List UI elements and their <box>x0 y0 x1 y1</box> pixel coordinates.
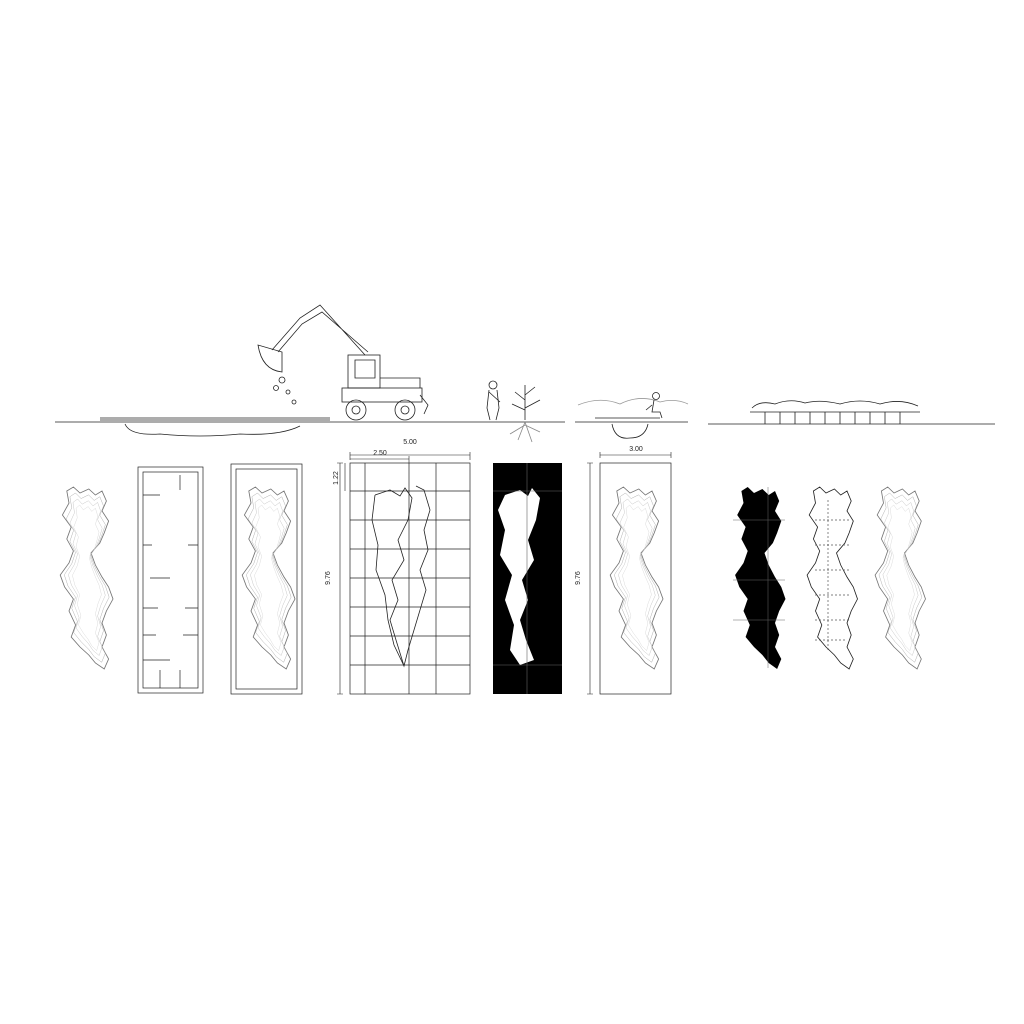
plant-with-roots-icon <box>509 385 541 443</box>
dimension-grid-width: 5.00 <box>403 439 417 446</box>
excavated-pit <box>124 423 301 437</box>
plan-topography-contours <box>60 487 113 669</box>
plan-black-landscape <box>733 487 786 669</box>
plan-dimension-grid <box>337 452 471 695</box>
plan-frame-with-landscape <box>230 463 303 695</box>
dimension-lines <box>349 452 471 463</box>
dimension-module-height: 1.22 <box>333 471 340 485</box>
excavator-icon <box>257 304 429 421</box>
deck-boards <box>100 417 330 421</box>
dimension-half-width: 2.50 <box>373 450 387 457</box>
plan-final-landscape <box>875 487 925 669</box>
plan-landscape-panel <box>587 452 672 695</box>
canopy-roof <box>750 400 920 413</box>
dimension-grid-height: 9.76 <box>325 571 332 585</box>
seated-figure-icon <box>645 392 663 419</box>
canopy-posts <box>764 412 901 424</box>
plan-frame-structure <box>137 466 204 694</box>
plan-black-mask <box>493 463 562 694</box>
dimension-panel-height: 9.76 <box>575 571 582 585</box>
plan-structure-grid <box>806 486 859 670</box>
site-section-excavation <box>55 304 565 443</box>
dimension-panel-width: 3.00 <box>629 446 643 453</box>
planter-pit <box>611 423 649 439</box>
worker-figure-icon <box>486 380 501 421</box>
site-section-canopy <box>708 400 995 425</box>
site-section-seating <box>575 392 689 439</box>
